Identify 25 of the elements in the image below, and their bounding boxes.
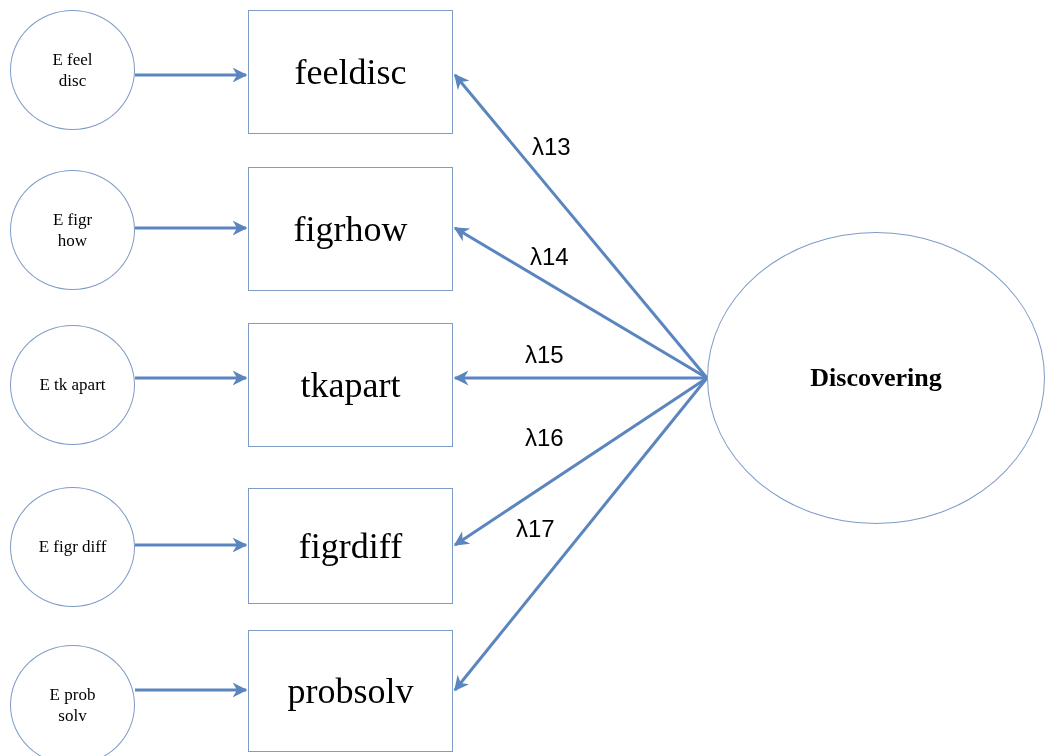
- arrow: [135, 370, 248, 386]
- variable-box: [248, 10, 453, 134]
- arrow: [453, 370, 707, 386]
- error-label: E feel disc: [51, 48, 94, 92]
- variable-label: figrdiff: [298, 525, 403, 567]
- arrow: [453, 73, 709, 379]
- arrow: [135, 67, 248, 83]
- error-label: E prob solv: [48, 683, 97, 727]
- variable-box: [248, 630, 453, 752]
- arrow: [135, 682, 248, 698]
- arrow: [135, 220, 248, 236]
- variable-box: [248, 167, 453, 291]
- factor-label: Discovering: [810, 363, 942, 393]
- edge-label: λ14: [528, 244, 571, 271]
- error-label: E tk apart: [39, 374, 106, 396]
- variable-label: figrhow: [293, 208, 408, 250]
- error-label: E figr diff: [38, 536, 107, 558]
- arrow: [453, 377, 709, 692]
- arrow: [135, 537, 248, 553]
- variable-box: [248, 488, 453, 604]
- variable-label: probsolv: [287, 670, 414, 712]
- variable-label: tkapart: [300, 364, 401, 406]
- variable-label: feeldisc: [294, 51, 407, 93]
- error-label: E figr how: [51, 208, 94, 252]
- variable-box: [248, 323, 453, 447]
